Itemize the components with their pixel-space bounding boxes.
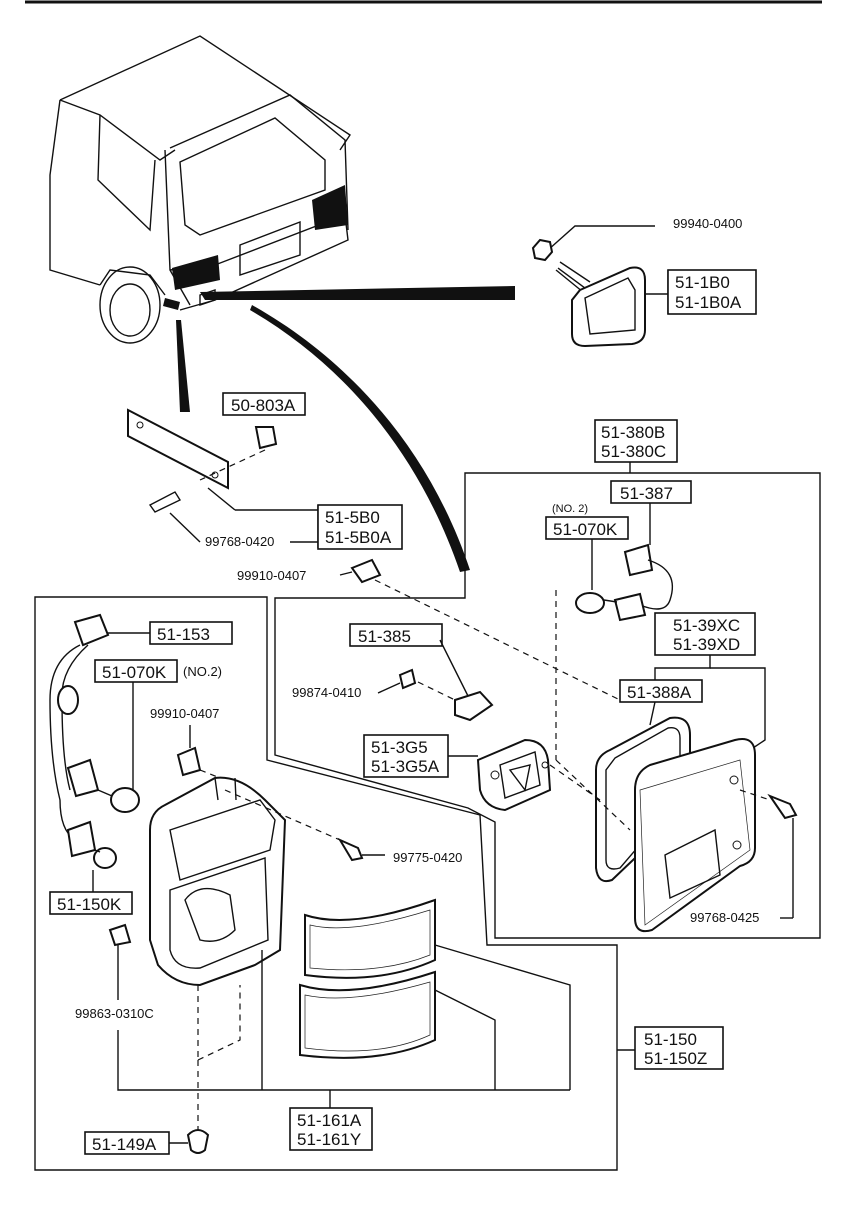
callout-51-385: 51-385: [358, 627, 411, 646]
callout-box-51-388A: [619, 679, 703, 703]
callout-51-161A: 51-161A: [297, 1111, 362, 1130]
callout-box-51-161A: [289, 1107, 373, 1151]
lens-lower: [299, 970, 436, 1059]
callout-51-5B0A: 51-5B0A: [325, 528, 392, 547]
callout-99910-0407-left: 99910-0407: [150, 706, 219, 721]
callout-box-51-380B: [594, 419, 678, 463]
callout-no2-left: (NO.2): [183, 664, 222, 679]
license-bracket: [127, 408, 318, 543]
lamp-housing-left: [149, 776, 287, 987]
screw-99874: [398, 668, 417, 690]
callout-51-1B0: 51-1B0: [675, 273, 730, 292]
callout-51-1B0A: 51-1B0A: [675, 293, 742, 312]
callout-no2-top: (NO. 2): [552, 503, 588, 515]
callout-51-3G5: 51-3G5: [371, 738, 428, 757]
callout-51-3G5A: 51-3G5A: [371, 757, 440, 776]
callout-box-51-5B0: [317, 504, 403, 550]
socket-housing-51-3G5: [476, 738, 552, 812]
screw-99768-0425: [767, 793, 798, 820]
callout-51-150Z: 51-150Z: [644, 1049, 707, 1068]
callout-51-380C: 51-380C: [601, 442, 666, 461]
callout-51-5B0: 51-5B0: [325, 508, 380, 527]
callout-box-51-385: [349, 623, 443, 647]
callout-box-51-3G5: [363, 734, 449, 778]
bulb-holder-top: [350, 558, 382, 584]
callout-box-51-39XC: [654, 612, 756, 656]
callout-51-161Y: 51-161Y: [297, 1130, 361, 1149]
callout-box-51-070K-left: [94, 659, 178, 683]
callout-51-150: 51-150: [644, 1030, 697, 1049]
lens-upper: [304, 898, 436, 979]
clip-51-149A: [186, 1129, 210, 1154]
callout-box-50-803A: [222, 392, 306, 416]
callout-50-803A: 50-803A: [231, 396, 296, 415]
callout-51-153: 51-153: [157, 625, 210, 644]
callout-box-51-150: [634, 1026, 724, 1070]
socket-harness-right: [575, 543, 674, 622]
screw-99863: [108, 923, 132, 947]
callout-99874-0410: 99874-0410: [292, 685, 361, 700]
callout-box-51-150K: [49, 891, 133, 915]
callout-51-150K: 51-150K: [57, 895, 122, 914]
callout-box-51-387: [610, 480, 692, 504]
bulb-holder-left: [176, 746, 202, 777]
callout-99940-0400: 99940-0400: [673, 216, 742, 231]
callout-99863-0310C: 99863-0310C: [75, 1006, 154, 1021]
callout-box-51-1B0: [667, 269, 757, 315]
callout-51-39XC: 51-39XC: [673, 616, 740, 635]
callout-box-51-070K-top: [545, 516, 629, 540]
callout-51-380B: 51-380B: [601, 423, 665, 442]
license-lamp: [531, 225, 669, 348]
screw-99775: [337, 837, 364, 862]
van-illustration: [49, 35, 515, 572]
callout-99775-0420: 99775-0420: [393, 850, 462, 865]
callout-99768-0420: 99768-0420: [205, 534, 274, 549]
rear-lamp-lens: [634, 738, 756, 933]
callout-51-387: 51-387: [620, 484, 673, 503]
right-assembly-frame: [274, 472, 821, 939]
clip-51-385: [454, 690, 494, 722]
callout-51-149A: 51-149A: [92, 1135, 157, 1154]
left-assembly-frame: [34, 596, 618, 1171]
callout-99768-0425: 99768-0425: [690, 910, 759, 925]
callout-51-39XD: 51-39XD: [673, 635, 740, 654]
wiring-harness-left: [49, 613, 140, 869]
callout-51-388A: 51-388A: [627, 683, 692, 702]
callout-51-070K-left: 51-070K: [102, 663, 167, 682]
callout-99910-0407-top: 99910-0407: [237, 568, 306, 583]
callout-51-070K-top: 51-070K: [553, 520, 618, 539]
